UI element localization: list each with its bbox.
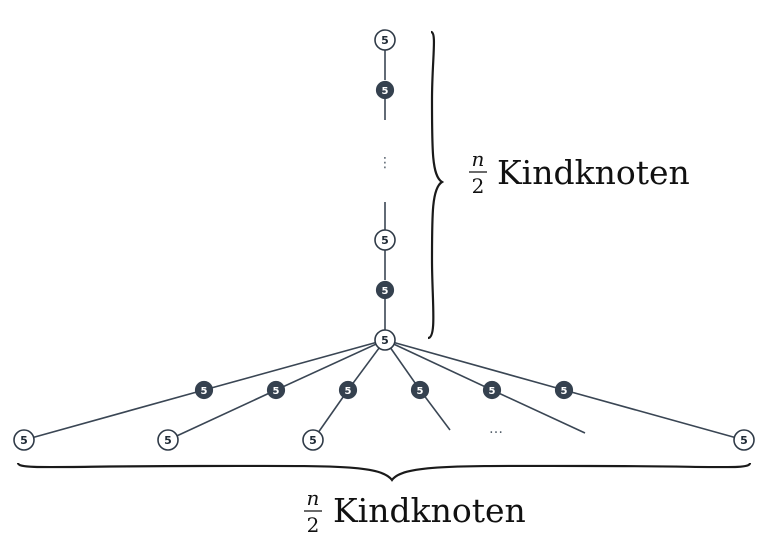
node-value: 5 bbox=[382, 286, 389, 297]
leaf-node-3: 5 bbox=[302, 429, 324, 451]
chain-node-lower: 5 bbox=[374, 229, 396, 251]
node-value: 5 bbox=[489, 386, 496, 397]
edge-child-leaf-5 bbox=[491, 389, 586, 434]
bottom-label: n 2 Kindknoten bbox=[304, 486, 526, 537]
node-value: 5 bbox=[164, 434, 172, 447]
child-node-2: 5 bbox=[266, 380, 286, 400]
bottom-label-text: Kindknoten bbox=[333, 491, 526, 530]
edge-child-leaf-6 bbox=[563, 389, 745, 441]
node-value: 5 bbox=[345, 386, 352, 397]
right-label-numerator: n bbox=[472, 147, 485, 171]
chain-node-dark-top: 5 bbox=[375, 80, 395, 100]
node-value: 5 bbox=[201, 386, 208, 397]
leaf-node-2: 5 bbox=[157, 429, 179, 451]
right-curly-brace bbox=[427, 30, 445, 340]
node-value: 5 bbox=[381, 34, 389, 47]
hub-node: 5 bbox=[374, 329, 396, 351]
right-label-text: Kindknoten bbox=[497, 153, 690, 192]
edge-hub-child-1 bbox=[203, 339, 386, 391]
child-node-1: 5 bbox=[194, 380, 214, 400]
vertical-ellipsis: ⋮ bbox=[378, 155, 392, 171]
node-value: 5 bbox=[561, 386, 568, 397]
node-value: 5 bbox=[417, 386, 424, 397]
bottom-label-numerator: n bbox=[307, 486, 320, 510]
leaf-node-4: 5 bbox=[733, 429, 755, 451]
edge-hub-child-6 bbox=[384, 339, 565, 391]
child-node-3: 5 bbox=[338, 380, 358, 400]
child-node-5: 5 bbox=[482, 380, 502, 400]
node-value: 5 bbox=[381, 234, 389, 247]
node-value: 5 bbox=[20, 434, 28, 447]
edge-hub-child-2 bbox=[275, 339, 386, 391]
node-value: 5 bbox=[382, 86, 389, 97]
horizontal-ellipsis: … bbox=[489, 421, 503, 437]
chain-node-dark-lower: 5 bbox=[375, 280, 395, 300]
bottom-curly-brace bbox=[16, 462, 752, 482]
edge-child-leaf-2 bbox=[167, 389, 277, 441]
right-label: n 2 Kindknoten bbox=[469, 147, 690, 198]
child-node-4: 5 bbox=[410, 380, 430, 400]
node-value: 5 bbox=[381, 334, 389, 347]
leaf-node-1: 5 bbox=[13, 429, 35, 451]
child-node-6: 5 bbox=[554, 380, 574, 400]
edge-hub-child-5 bbox=[384, 339, 493, 391]
edge-child-leaf-1 bbox=[23, 389, 205, 441]
right-label-denominator: 2 bbox=[472, 174, 485, 198]
node-value: 5 bbox=[273, 386, 280, 397]
chain-node-top: 5 bbox=[374, 29, 396, 51]
node-value: 5 bbox=[309, 434, 317, 447]
bottom-label-denominator: 2 bbox=[307, 513, 320, 537]
node-value: 5 bbox=[740, 434, 748, 447]
